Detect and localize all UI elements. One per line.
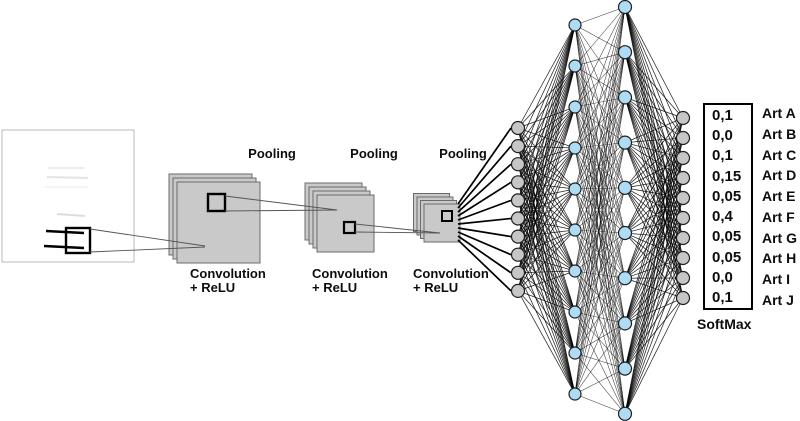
output-value: 0,1 (712, 147, 733, 165)
hidden-2-node (617, 406, 633, 421)
hidden-1-node (568, 100, 582, 114)
flatten-input-node (510, 193, 526, 208)
class-label: Art A (762, 105, 796, 122)
conv-stack-2 (304, 182, 375, 253)
output-value: 0,05 (712, 187, 742, 205)
output-value: 0,4 (712, 208, 733, 226)
flatten-input-node (510, 229, 526, 244)
output-value: 0,1 (712, 289, 733, 307)
flatten-input-node (510, 175, 526, 190)
hidden-2-node (617, 180, 633, 195)
output-value: 0,0 (712, 269, 733, 287)
hidden-1-node (568, 141, 582, 155)
output-node (675, 110, 691, 126)
softmax-label: SoftMax (697, 316, 752, 332)
fc-connections (517, 6, 684, 415)
output-node (675, 270, 691, 286)
flatten-input-node (510, 139, 526, 154)
conv-label-line2: + ReLU (312, 280, 358, 295)
conv-label-line1: Convolution (190, 266, 266, 281)
class-label: Art F (762, 208, 795, 225)
kernel-window-1 (206, 192, 227, 213)
flatten-input-node (510, 211, 526, 226)
class-label-column: Art A Art B Art C Art D Art E Art F Art G Art H… (762, 103, 797, 310)
kernel-window-3 (441, 210, 453, 222)
class-label: Art C (762, 146, 797, 163)
hidden-1-node (568, 223, 582, 237)
output-node (675, 190, 691, 206)
pooling-label-3: Pooling (439, 146, 487, 161)
flatten-input-node (510, 247, 526, 262)
kernel-window-2 (342, 220, 357, 235)
output-value: 0,0 (712, 126, 733, 144)
output-value: 0,1 (712, 106, 733, 124)
hidden-2-node (617, 225, 633, 241)
class-label: Art H (762, 250, 797, 267)
conv-relu-label-2: Convolution + ReLU (312, 267, 388, 295)
hidden-2-node (617, 135, 633, 150)
flatten-input-node (510, 120, 526, 136)
output-node (675, 290, 691, 306)
class-label: Art I (762, 270, 790, 287)
input-image-panel (1, 129, 135, 263)
network-nodes (510, 0, 691, 421)
output-value: 0,05 (712, 248, 742, 266)
output-node (675, 170, 691, 186)
conv-stack-1 (168, 173, 261, 264)
class-label: Art D (762, 167, 797, 184)
class-label: Art J (762, 291, 794, 308)
hidden-2-node (617, 0, 633, 15)
receptive-field-lines (89, 195, 441, 253)
conv-label-line2: + ReLU (413, 280, 459, 295)
hidden-1-node (568, 264, 582, 278)
pooling-label-1: Pooling (248, 146, 296, 161)
flatten-input-node (510, 265, 526, 280)
conv-label-line1: Convolution (413, 266, 489, 281)
hidden-2-node (617, 45, 633, 60)
hidden-1-node (568, 18, 582, 32)
pooling-label-2: Pooling (350, 146, 398, 161)
hidden-2-node (617, 271, 633, 286)
hidden-1-node (568, 59, 582, 73)
flatten-input-node (510, 283, 526, 298)
flatten-input-node (510, 157, 526, 172)
hidden-2-node (617, 90, 633, 105)
softmax-output-box: 0,1 0,0 0,1 0,15 0,05 0,4 0,05 0,05 0,0 0,1 (703, 103, 753, 310)
conv-relu-label-1: Convolution + ReLU (190, 267, 266, 295)
output-node (675, 130, 691, 146)
flatten-fan-lines (457, 127, 512, 292)
hidden-1-node (568, 387, 582, 401)
output-value: 0,05 (712, 228, 742, 246)
hidden-2-node (617, 361, 633, 376)
hidden-1-node (568, 182, 582, 196)
hidden-1-node (568, 305, 582, 319)
output-value: 0,15 (712, 167, 742, 185)
hidden-1-node (568, 346, 582, 360)
output-node (675, 230, 691, 246)
output-node (675, 210, 691, 226)
hidden-2-node (617, 316, 633, 331)
conv-relu-label-3: Convolution + ReLU (413, 267, 489, 295)
conv-label-line2: + ReLU (190, 280, 236, 295)
class-label: Art E (762, 188, 796, 205)
class-label: Art G (762, 229, 797, 246)
output-node (675, 150, 691, 166)
conv-label-line1: Convolution (312, 266, 388, 281)
output-node (675, 250, 691, 266)
conv-stack-3 (413, 193, 461, 243)
class-label: Art B (762, 126, 797, 143)
